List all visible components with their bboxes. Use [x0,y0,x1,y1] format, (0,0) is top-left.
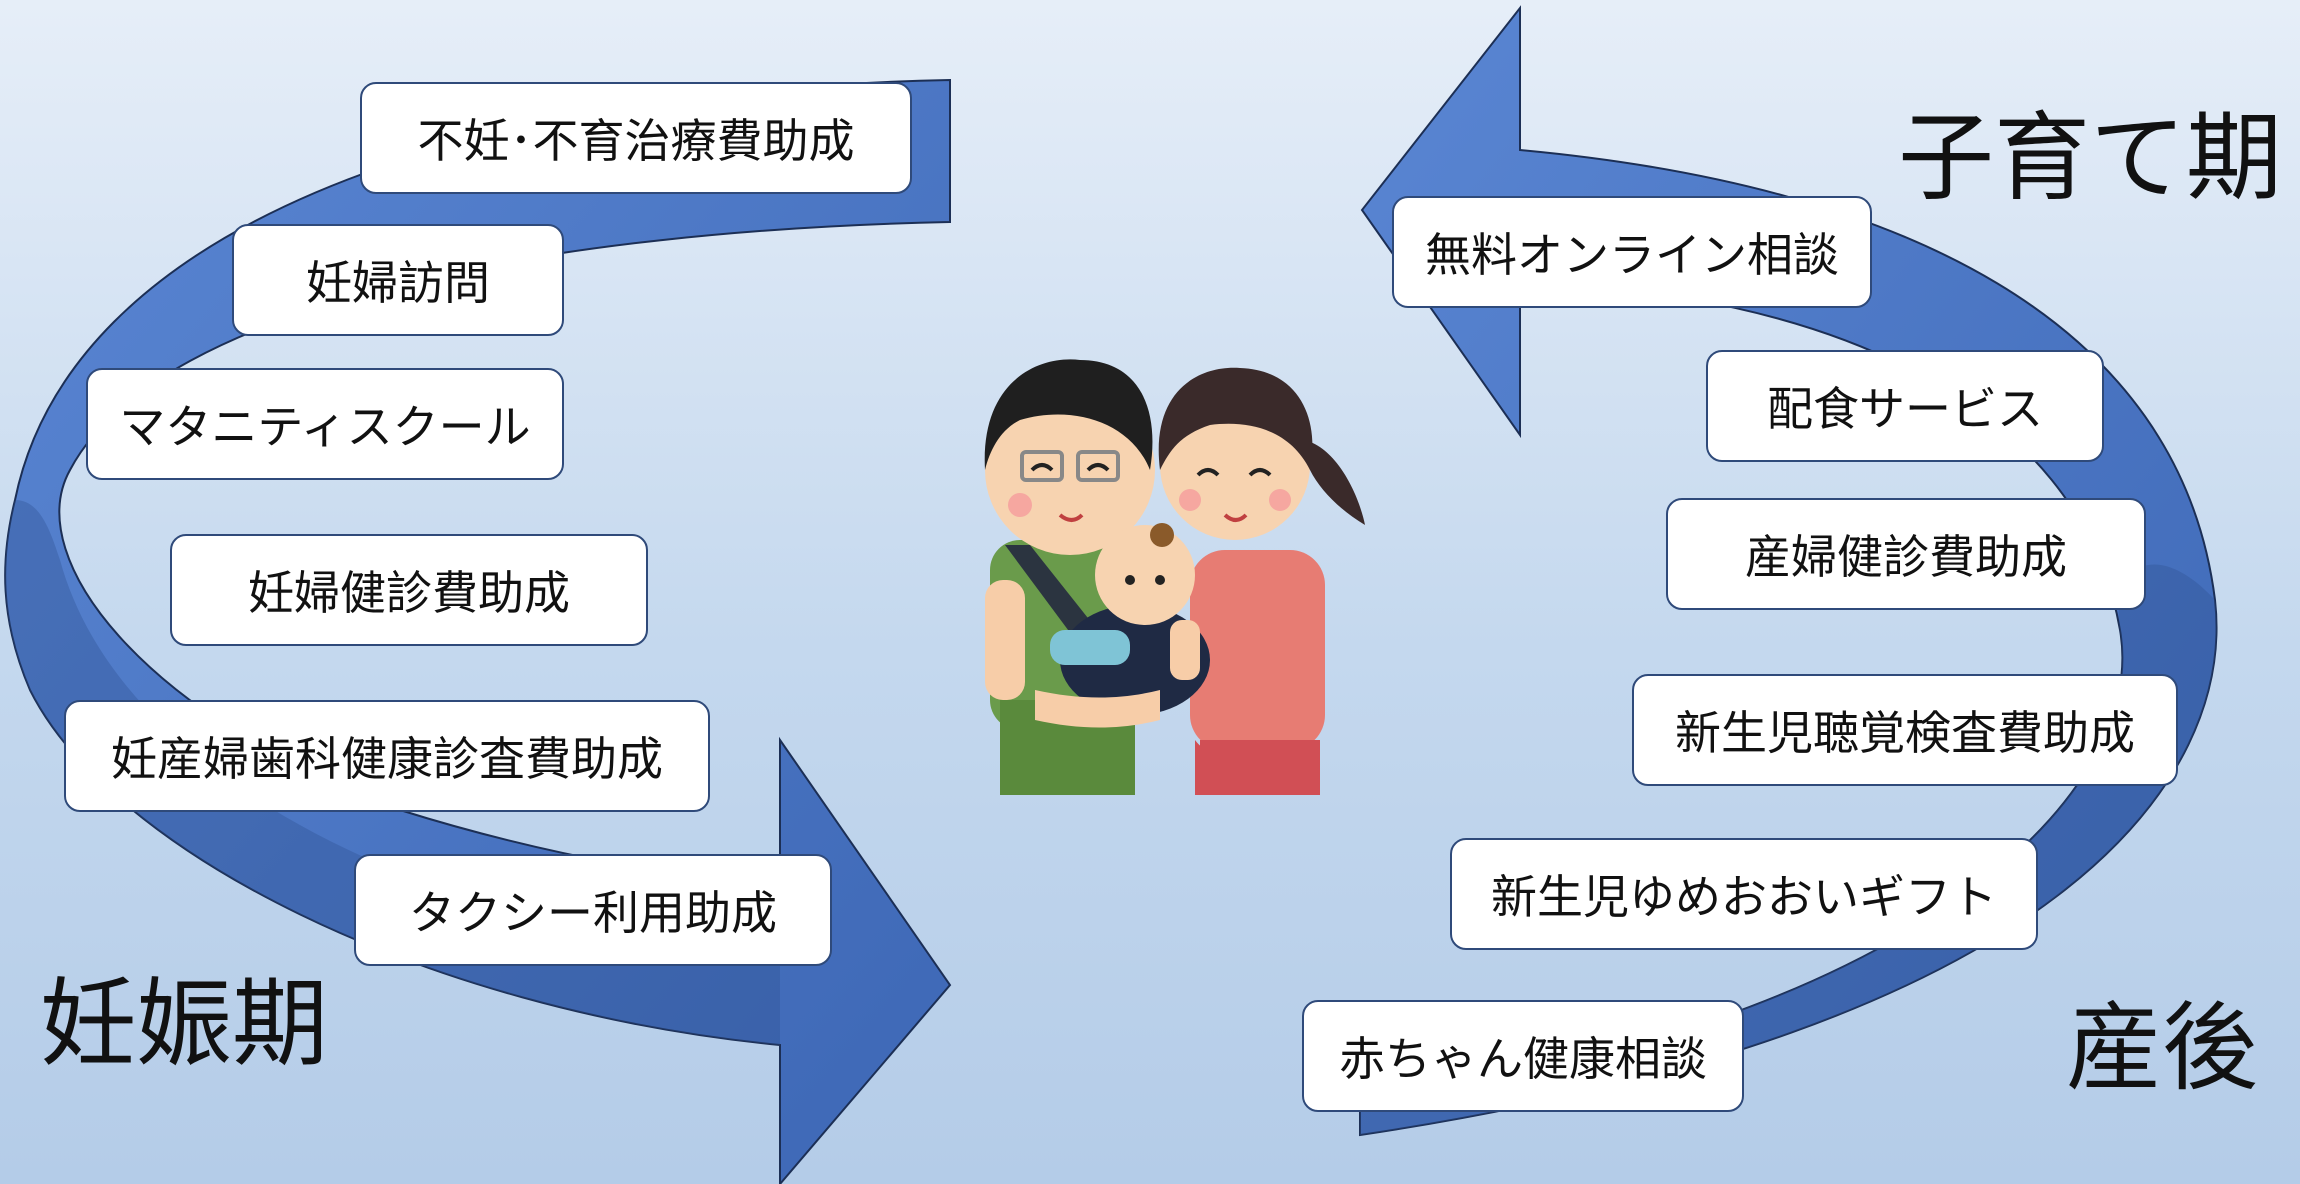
support-item-label: 赤ちゃん健康相談 [1339,1032,1707,1086]
support-item-label: 妊婦訪問 [306,256,490,310]
support-item-label: 妊産婦歯科健康診査費助成 [111,732,663,786]
phase-label-postpartum: 産後 [2066,992,2258,1104]
phase-label-childrearing: 子育て期 [1898,102,2282,214]
support-item-label: 産婦健診費助成 [1745,530,2067,584]
support-item-postpartum-checkup-subsidy[interactable]: 産婦健診費助成 [1666,498,2146,610]
support-item-label: 不妊･不育治療費助成 [417,114,855,168]
family-illustration [984,359,1365,795]
support-item-label: 新生児聴覚検査費助成 [1675,706,2135,760]
support-item-infertility-treatment-subsidy[interactable]: 不妊･不育治療費助成 [360,82,912,194]
support-item-dental-checkup-subsidy[interactable]: 妊産婦歯科健康診査費助成 [64,700,710,812]
support-item-label: マタニティスクール [119,400,531,454]
support-item-label: タクシー利用助成 [409,886,777,940]
support-item-meal-delivery[interactable]: 配食サービス [1706,350,2104,462]
support-item-label: 新生児ゆめおおいギフト [1491,870,1997,924]
support-item-pregnant-visit[interactable]: 妊婦訪問 [232,224,564,336]
support-item-free-online-consultation[interactable]: 無料オンライン相談 [1392,196,1872,308]
support-item-newborn-hearing-test-subsidy[interactable]: 新生児聴覚検査費助成 [1632,674,2178,786]
support-item-newborn-gift[interactable]: 新生児ゆめおおいギフト [1450,838,2038,950]
phase-label-pregnancy: 妊娠期 [40,968,328,1080]
support-item-label: 妊婦健診費助成 [248,566,570,620]
support-item-taxi-subsidy[interactable]: タクシー利用助成 [354,854,832,966]
support-item-baby-health-consultation[interactable]: 赤ちゃん健康相談 [1302,1000,1744,1112]
support-item-label: 配食サービス [1767,382,2043,436]
support-item-maternity-school[interactable]: マタニティスクール [86,368,564,480]
support-item-prenatal-checkup-subsidy[interactable]: 妊婦健診費助成 [170,534,648,646]
support-item-label: 無料オンライン相談 [1425,228,1839,282]
